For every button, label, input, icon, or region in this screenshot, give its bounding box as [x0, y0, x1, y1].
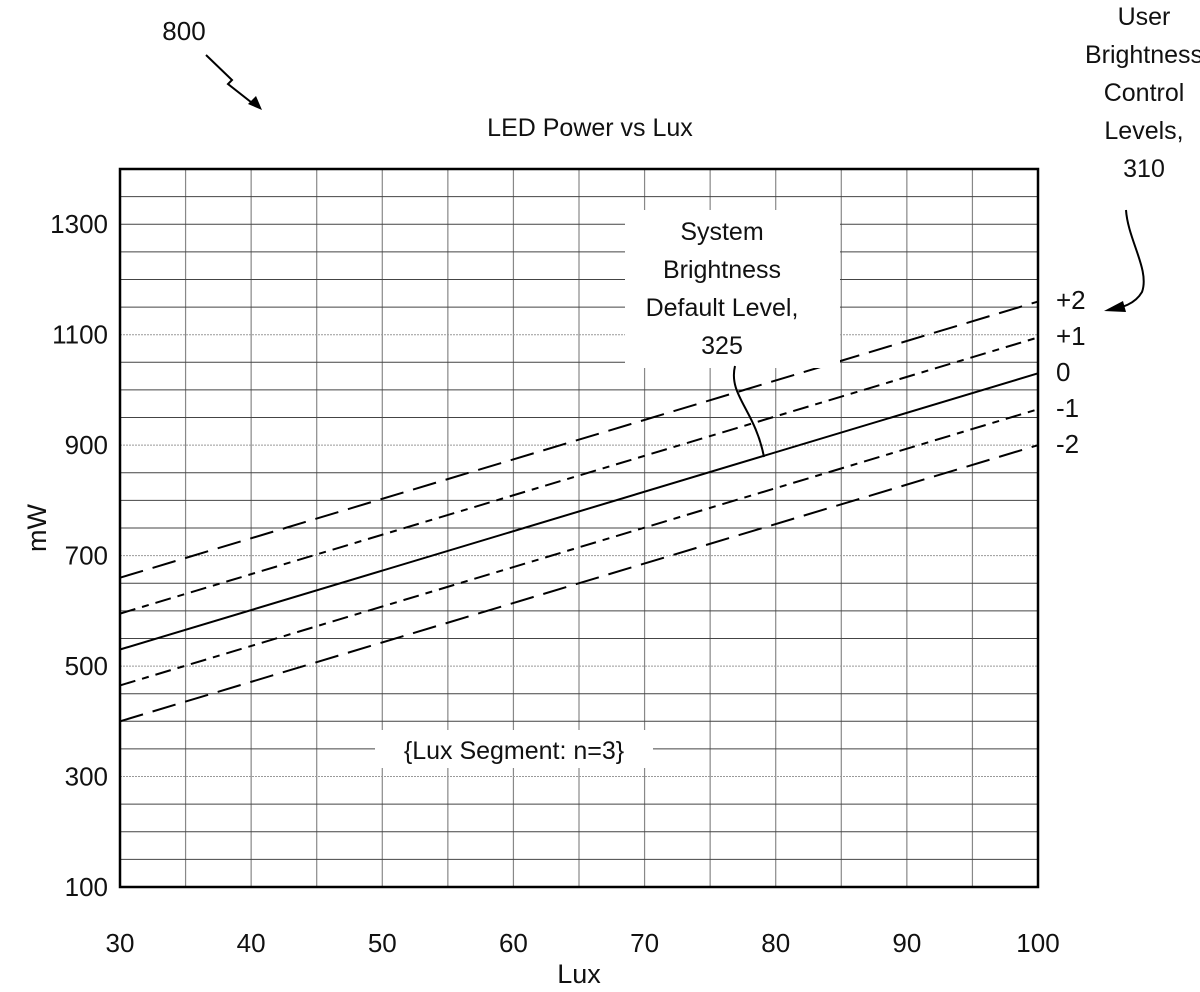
y-tick-label: 100: [65, 872, 108, 902]
x-tick-label: 70: [630, 928, 659, 958]
y-tick-label: 700: [65, 541, 108, 571]
y-tick-label: 1300: [50, 209, 108, 239]
series-line-+2: [119, 300, 1039, 579]
user-levels-line: Levels,: [1104, 117, 1183, 145]
x-tick-label: 60: [499, 928, 528, 958]
y-tick-label: 900: [65, 430, 108, 460]
chart-title: LED Power vs Lux: [487, 114, 693, 142]
lux-segment-label: {Lux Segment: n=3}: [404, 737, 624, 765]
series-line--2: [119, 444, 1039, 723]
series-label: +2: [1056, 285, 1086, 315]
x-tick-labels: 30 40 50 60 70 80 90 100: [106, 928, 1060, 958]
y-tick-labels: 100 300 500 700 900 1100 1300: [50, 209, 108, 902]
arrowhead-icon: [248, 96, 262, 110]
user-levels-arrowhead-icon: [1104, 301, 1126, 312]
x-tick-label: 90: [892, 928, 921, 958]
segment-label-bg: [375, 730, 653, 768]
y-tick-label: 500: [65, 651, 108, 681]
user-levels-line: Brightness: [1085, 41, 1200, 69]
series-label: 0: [1056, 357, 1070, 387]
default-level-line: System: [680, 218, 763, 246]
figure-arrow-icon: [205, 54, 257, 107]
y-tick-label: 300: [65, 762, 108, 792]
series-line--1: [119, 408, 1039, 687]
user-levels-line: 310: [1123, 155, 1165, 183]
x-axis-label: Lux: [557, 959, 601, 989]
x-tick-label: 80: [761, 928, 790, 958]
user-levels-leader: [1107, 209, 1145, 311]
series-line-0: [119, 372, 1039, 651]
series-line-+1: [119, 336, 1039, 615]
series-lines: [119, 300, 1039, 723]
x-tick-label: 50: [368, 928, 397, 958]
user-levels-line: Control: [1104, 79, 1185, 107]
default-level-line: Default Level,: [646, 294, 799, 322]
default-level-line: 325: [701, 332, 743, 360]
default-level-leader: [732, 365, 765, 458]
series-label: -1: [1056, 393, 1079, 423]
y-tick-label: 1100: [52, 320, 108, 350]
y-axis-label: mW: [22, 504, 52, 552]
series-label: +1: [1056, 321, 1086, 351]
x-tick-label: 100: [1016, 928, 1059, 958]
series-labels: +2 +1 0 -1 -2: [1056, 285, 1086, 459]
x-tick-label: 40: [237, 928, 266, 958]
figure-number: 800: [162, 16, 205, 46]
default-level-box: [625, 210, 840, 368]
plot-frame: [118, 167, 1040, 889]
user-levels-line: User: [1118, 3, 1171, 31]
x-tick-label: 30: [106, 928, 135, 958]
grid: [120, 169, 1038, 887]
default-level-line: Brightness: [663, 256, 781, 284]
series-label: -2: [1056, 429, 1079, 459]
